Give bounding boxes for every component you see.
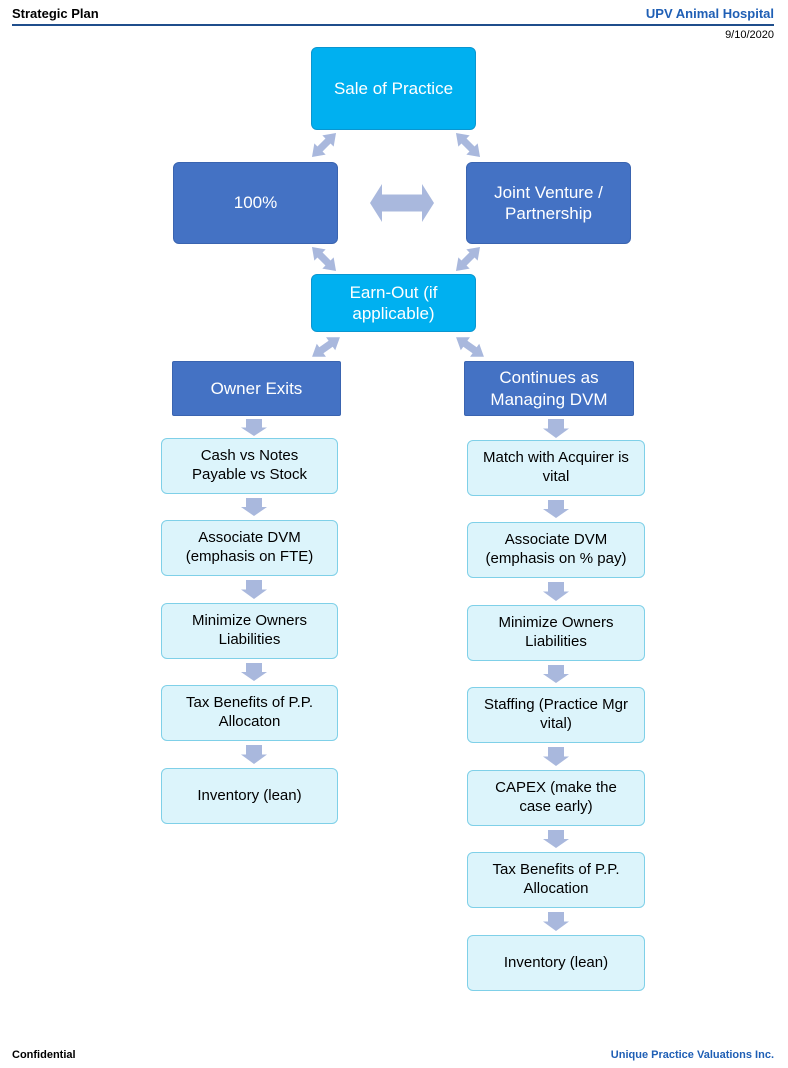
right-step-7-label: Inventory (lean) xyxy=(503,953,609,971)
right-step-3-label: Minimize Owners Liabilities xyxy=(498,614,614,650)
arrow-down-left-5 xyxy=(241,745,267,764)
footer-company: Unique Practice Valuations Inc. xyxy=(610,1049,774,1061)
right-step-3: Minimize Owners Liabilities xyxy=(467,605,645,661)
right-step-1: Match with Acquirer is vital xyxy=(467,440,645,496)
right-step-5: CAPEX (make the case early) xyxy=(467,770,645,826)
owner-exits-box: Owner Exits xyxy=(172,361,341,416)
arrow-down-left-3 xyxy=(241,580,267,599)
arrow-down-left-1 xyxy=(241,419,267,436)
left-step-2-label: Associate DVM (emphasis on FTE) xyxy=(185,529,314,565)
sale-of-practice-label: Sale of Practice xyxy=(333,78,454,98)
arrow-100-to-earnout xyxy=(311,246,337,272)
left-step-3: Minimize Owners Liabilities xyxy=(161,603,338,659)
arrow-jv-to-earnout xyxy=(455,246,481,272)
right-step-7: Inventory (lean) xyxy=(467,935,645,991)
arrow-100-jv xyxy=(370,184,434,222)
arrow-down-right-3 xyxy=(543,582,569,601)
continues-managing-box: Continues as Managing DVM xyxy=(464,361,634,416)
arrow-down-right-6 xyxy=(543,830,569,848)
joint-venture-label: Joint Venture / Partnership xyxy=(494,182,603,223)
earn-out-label: Earn-Out (if applicable) xyxy=(349,282,438,323)
right-step-6: Tax Benefits of P.P. Allocation xyxy=(467,852,645,908)
earn-out-box: Earn-Out (if applicable) xyxy=(311,274,476,332)
arrow-down-right-5 xyxy=(543,747,569,766)
right-step-5-label: CAPEX (make the case early) xyxy=(495,779,617,815)
document-date: 9/10/2020 xyxy=(725,29,774,41)
left-step-1-label: Cash vs Notes Payable vs Stock xyxy=(191,447,308,483)
left-step-4-label: Tax Benefits of P.P. Allocaton xyxy=(185,694,314,730)
right-step-4: Staffing (Practice Mgr vital) xyxy=(467,687,645,743)
sale-of-practice-box: Sale of Practice xyxy=(311,47,476,130)
owner-exits-label: Owner Exits xyxy=(210,378,303,398)
right-step-6-label: Tax Benefits of P.P. Allocation xyxy=(492,861,620,897)
arrow-down-right-1 xyxy=(543,419,569,438)
right-step-2-label: Associate DVM (emphasis on % pay) xyxy=(485,531,627,567)
arrow-down-right-4 xyxy=(543,665,569,683)
right-step-4-label: Staffing (Practice Mgr vital) xyxy=(484,696,628,732)
joint-venture-box: Joint Venture / Partnership xyxy=(466,162,631,244)
left-step-1: Cash vs Notes Payable vs Stock xyxy=(161,438,338,494)
company-name: UPV Animal Hospital xyxy=(645,6,774,21)
right-step-2: Associate DVM (emphasis on % pay) xyxy=(467,522,645,578)
arrow-earnout-to-owner-exits xyxy=(312,337,340,357)
left-step-3-label: Minimize Owners Liabilities xyxy=(191,612,308,648)
arrow-sale-to-jv xyxy=(455,132,481,158)
one-hundred-percent-label: 100% xyxy=(233,193,278,213)
one-hundred-percent-box: 100% xyxy=(173,162,338,244)
arrow-down-right-2 xyxy=(543,500,569,518)
arrow-sale-to-100 xyxy=(311,132,337,158)
left-step-5: Inventory (lean) xyxy=(161,768,338,824)
arrow-down-left-4 xyxy=(241,663,267,681)
document-title: Strategic Plan xyxy=(12,6,99,21)
arrow-earnout-to-continues xyxy=(456,337,484,357)
left-step-4: Tax Benefits of P.P. Allocaton xyxy=(161,685,338,741)
confidential-label: Confidential xyxy=(12,1049,76,1061)
header-divider xyxy=(12,24,774,26)
right-step-1-label: Match with Acquirer is vital xyxy=(483,449,629,485)
continues-managing-label: Continues as Managing DVM xyxy=(490,368,608,409)
arrow-down-left-2 xyxy=(241,498,267,516)
left-step-2: Associate DVM (emphasis on FTE) xyxy=(161,520,338,576)
left-step-5-label: Inventory (lean) xyxy=(197,786,302,804)
arrow-down-right-7 xyxy=(543,912,569,931)
